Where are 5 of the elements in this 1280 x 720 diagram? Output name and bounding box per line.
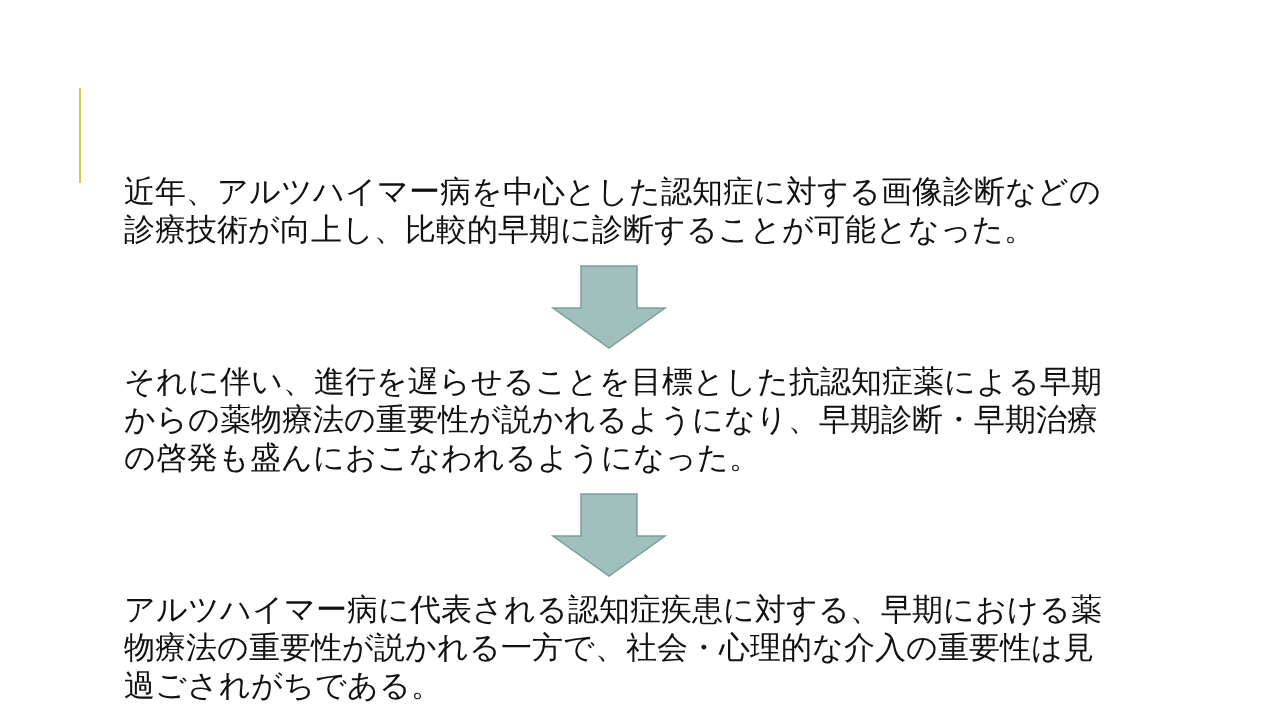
paragraph-text: それに伴い、進行を遅らせることを目標とした抗認知症薬による早期からの薬物療法の重要性が説かれるようになり、早期診断・早期治療の啓発も盛んにおこなわれるようになった。 xyxy=(124,362,1124,476)
down-arrow xyxy=(550,493,668,577)
down-arrow xyxy=(550,265,668,349)
paragraph-text: アルツハイマー病に代表される認知症疾患に対する、早期における薬物療法の重要性が説かれる一方で、社会・心理的な介入の重要性は見過ごされがちである。 xyxy=(124,590,1124,704)
paragraph-text: 近年、アルツハイマー病を中心とした認知症に対する画像診断などの診療技術が向上し、比較的早期に診断することが可能となった。 xyxy=(124,172,1124,248)
